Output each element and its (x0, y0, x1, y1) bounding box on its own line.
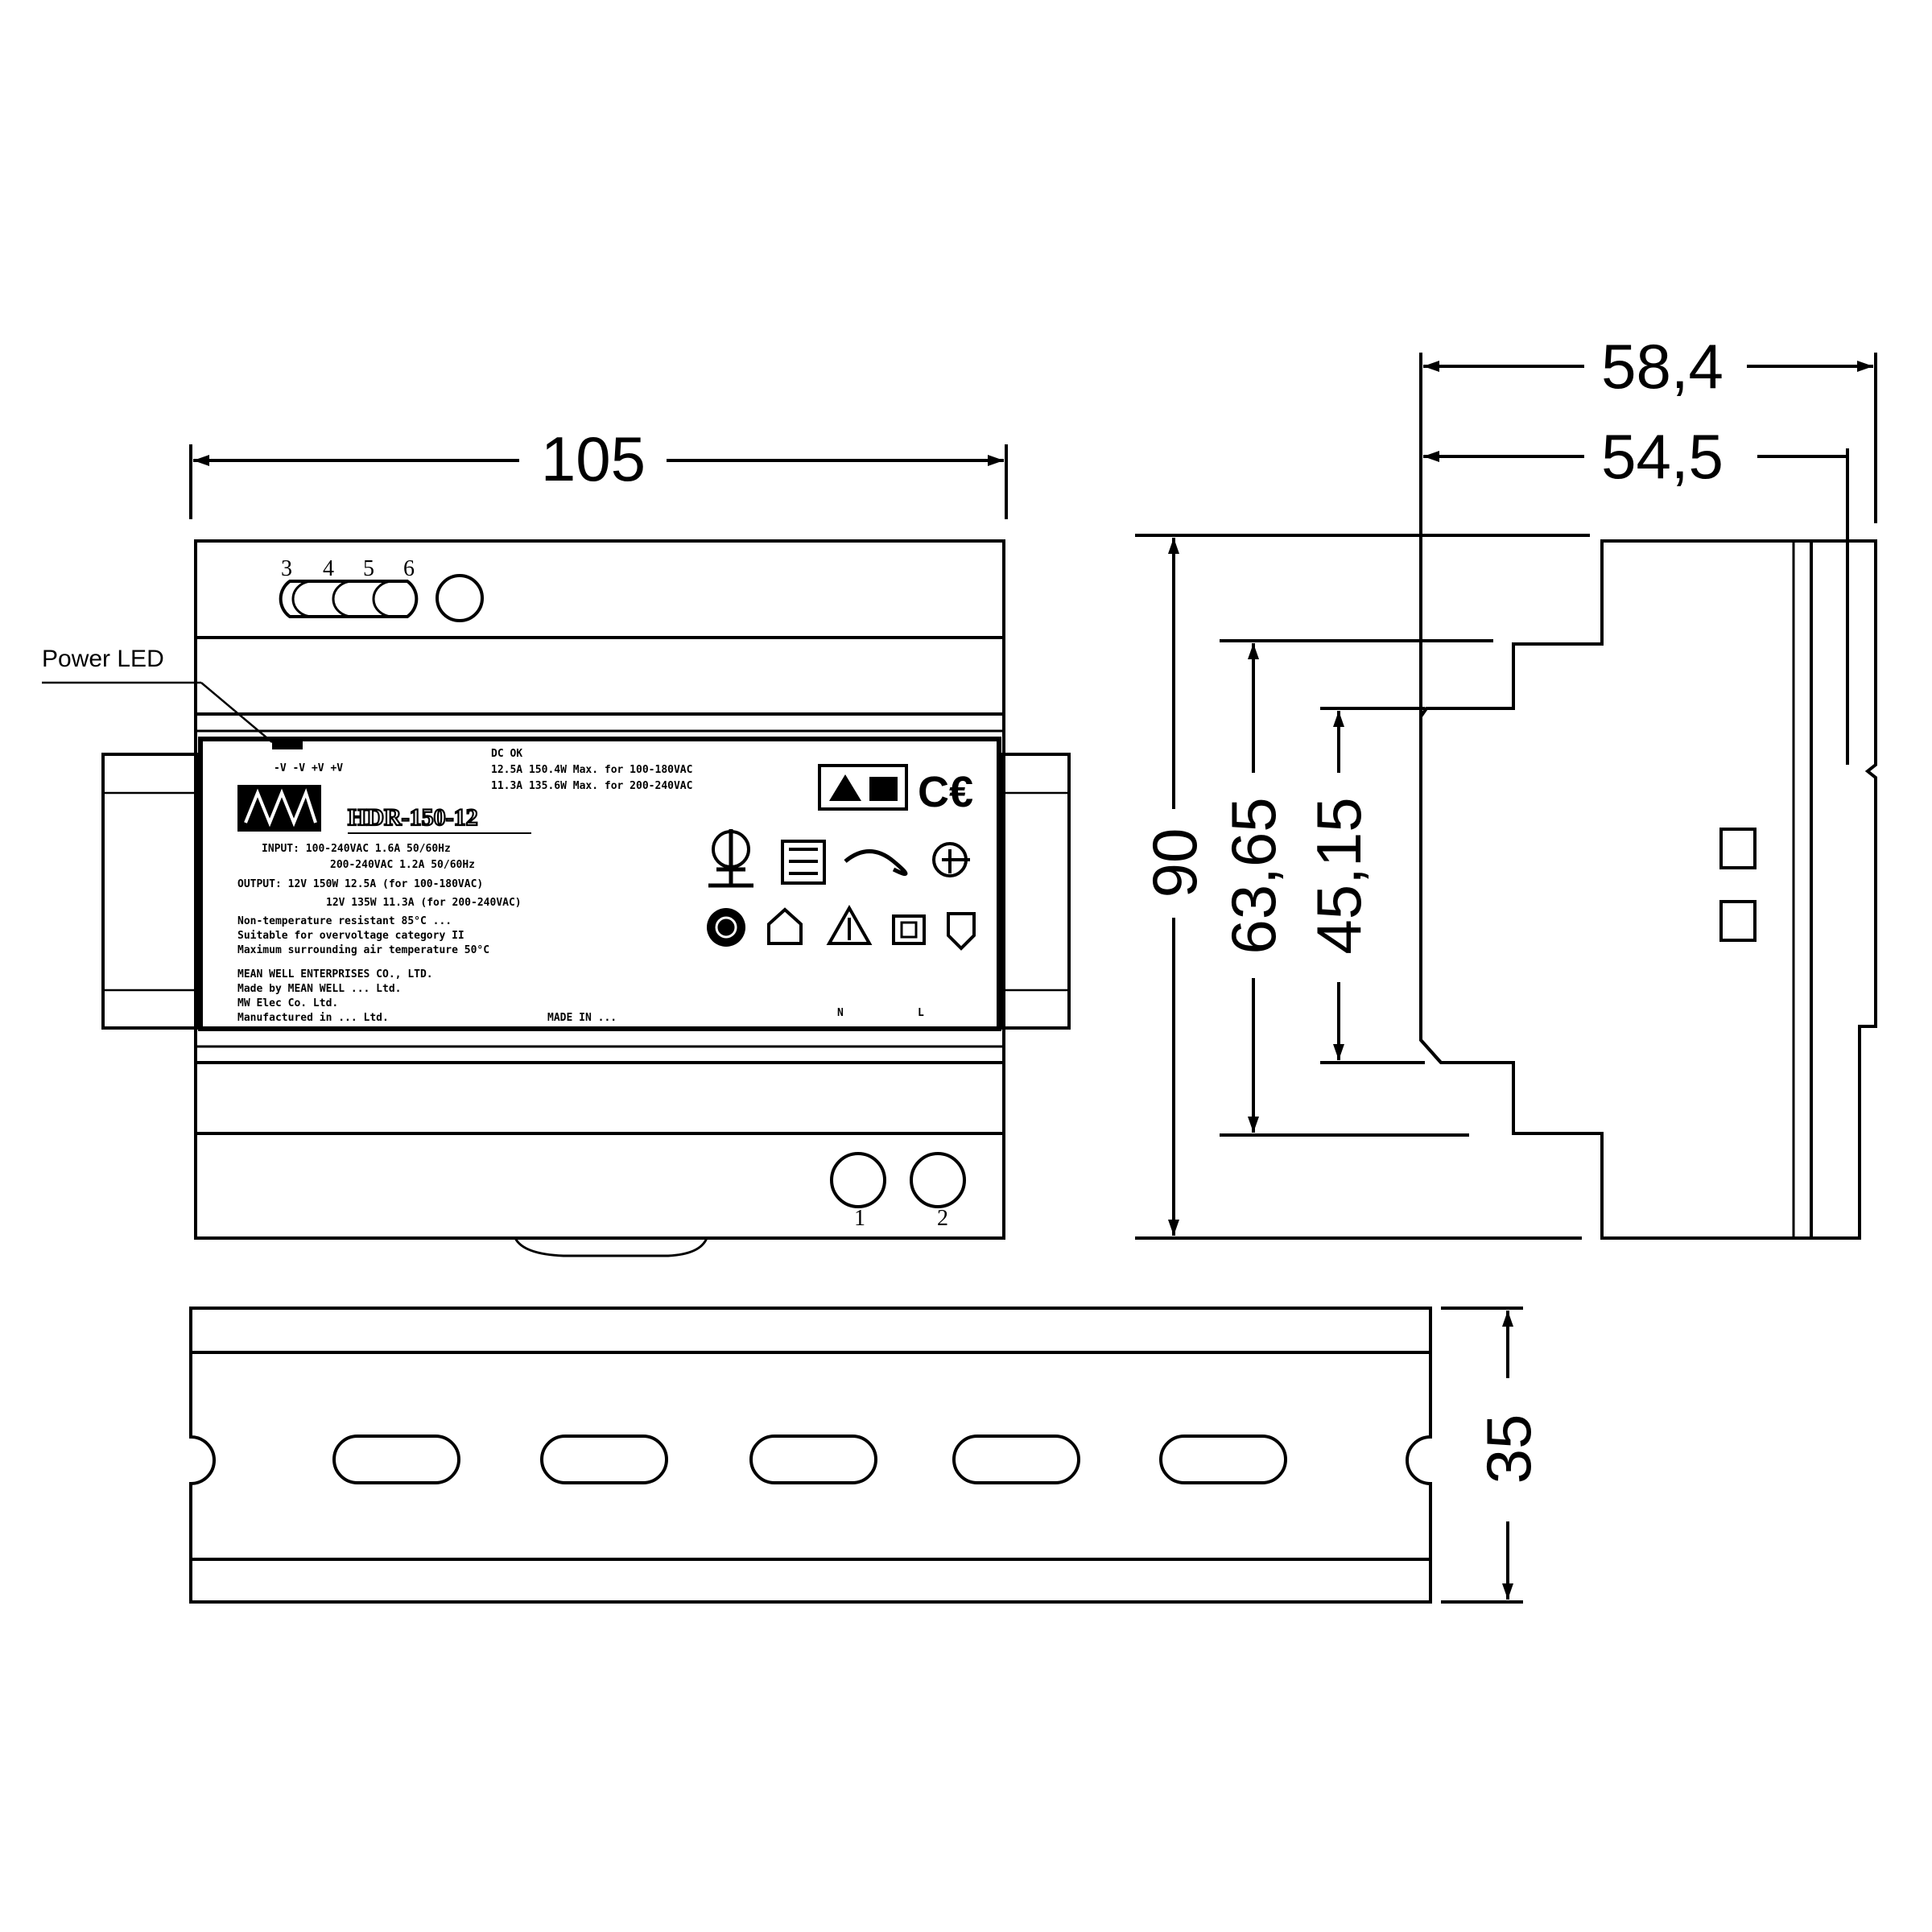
svg-text:12.5A 150.4W Max. for 100-180: 12.5A 150.4W Max. for 100-180VAC (491, 764, 692, 776)
terminal-label-1: 1 (854, 1206, 865, 1231)
housing-side-profile (1419, 539, 1877, 1240)
terminal-label-6: 6 (403, 556, 415, 581)
model-name: HDR-150-12 (348, 804, 478, 831)
dimension-depth-58-4: 58,4 (1419, 331, 1877, 716)
power-led-callout: Power LED (42, 646, 303, 749)
dimension-label-depth-body: 54,5 (1601, 421, 1724, 492)
svg-text:DC OK: DC OK (491, 748, 522, 760)
terminal-label-5: 5 (363, 556, 374, 581)
svg-text:200-240VAC 1.2A 50/60Hz: 200-240VAC 1.2A 50/60Hz (330, 859, 475, 871)
svg-text:L: L (918, 1007, 924, 1019)
svg-text:MW Elec Co. Ltd.: MW Elec Co. Ltd. (237, 997, 338, 1009)
dimension-height-45-15: 45,15 (1303, 707, 1425, 1064)
svg-text:Maximum surrounding air temper: Maximum surrounding air temperature 50°C (237, 944, 489, 956)
svg-text:C€: C€ (918, 768, 973, 816)
terminal-block-input: 1 2 (830, 1152, 966, 1231)
svg-text:N: N (837, 1007, 844, 1019)
svg-text:Made by MEAN WELL ... Ltd.: Made by MEAN WELL ... Ltd. (237, 983, 402, 995)
front-label-panel: -V -V +V +V HDR-150-12 DC OK 12.5A 150.4… (198, 737, 1001, 1031)
dimension-width-105: 105 (189, 423, 1008, 519)
svg-text:OUTPUT: 12V 150W 12.5A (for: OUTPUT: 12V 150W 12.5A (for 100-180VAC) (237, 878, 483, 890)
svg-text:Suitable for overvoltage categ: Suitable for overvoltage category II (237, 930, 464, 942)
svg-text:11.3A 135.6W Max. for 200-240: 11.3A 135.6W Max. for 200-240VAC (491, 780, 692, 792)
dimension-height-63-65: 63,65 (1218, 639, 1493, 1137)
front-view: 105 3 4 5 6 (42, 423, 1071, 1257)
terminal-label-2: 2 (937, 1206, 948, 1231)
svg-text:-V -V +V +V: -V -V +V +V (274, 762, 343, 774)
din-rail-stub-left (101, 753, 198, 1030)
svg-text:12V 135W 11.3A (for 200-240: 12V 135W 11.3A (for 200-240VAC) (326, 897, 522, 909)
svg-text:Non-temperature resistant 85°C: Non-temperature resistant 85°C ... (237, 915, 452, 927)
housing-front (194, 539, 1005, 1240)
power-led-label: Power LED (42, 646, 164, 672)
svg-text:Manufactured in ... Ltd.: Manufactured in ... Ltd. (237, 1012, 389, 1024)
terminal-label-4: 4 (323, 556, 334, 581)
svg-text:MEAN WELL ENTERPRISES CO., LTD: MEAN WELL ENTERPRISES CO., LTD. (237, 968, 433, 980)
din-rail-stub-right (1001, 753, 1071, 1030)
terminal-block-output: 3 4 5 6 (279, 556, 484, 622)
side-view: 58,4 54,5 90 63,65 (1135, 331, 1877, 1240)
dimension-label-rail: 35 (1473, 1414, 1544, 1484)
svg-text:MADE IN ...: MADE IN ... (547, 1012, 617, 1024)
din-rail: 35 (189, 1307, 1544, 1604)
dimension-depth-54-5: 54,5 (1423, 421, 1849, 765)
terminal-label-3: 3 (281, 556, 292, 581)
dimension-label-height-front: 45,15 (1303, 797, 1374, 954)
dimension-rail-35: 35 (1441, 1307, 1544, 1604)
svg-text:INPUT: 100-240VAC 1.6A 50/6: INPUT: 100-240VAC 1.6A 50/60Hz (262, 843, 451, 855)
dimension-label-depth-total: 58,4 (1601, 331, 1724, 402)
dimension-height-90: 90 (1135, 534, 1590, 1240)
dimension-label-height-total: 90 (1139, 828, 1210, 898)
dimension-label-height-step: 63,65 (1218, 797, 1289, 954)
din-latch (514, 1237, 708, 1257)
dimension-label-width: 105 (541, 423, 646, 494)
